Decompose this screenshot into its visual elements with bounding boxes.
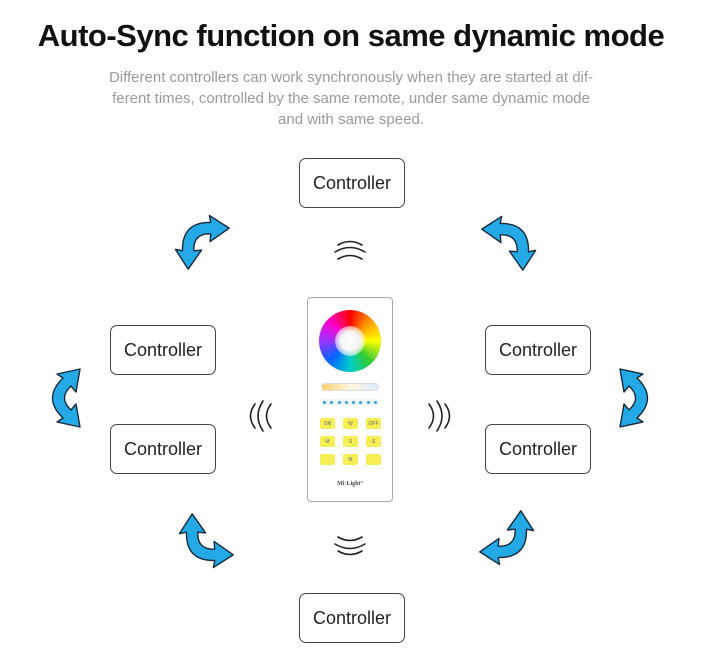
double-arrow-icon — [479, 510, 541, 572]
signal-top-icon — [334, 240, 366, 260]
subtitle-line: and with same speed. — [278, 111, 424, 128]
controller-box-left-lower: Controller — [110, 424, 216, 474]
signal-bottom-icon — [334, 536, 366, 556]
signal-right-icon — [428, 400, 451, 432]
brightness-dot — [337, 400, 341, 404]
controller-box-bottom: Controller — [299, 593, 405, 643]
double-arrow-icon — [481, 209, 543, 271]
remote-button: OFF — [366, 418, 381, 429]
double-arrow-icon — [51, 368, 81, 428]
page-subtitle: Different controllers can work synchrono… — [60, 67, 642, 130]
double-arrow-icon — [619, 368, 649, 428]
controller-box-left-upper: Controller — [110, 325, 216, 375]
brightness-dot — [352, 400, 356, 404]
remote-control-image: ON W OFF M S S M Mi·Light° — [307, 297, 393, 502]
double-arrow-icon — [168, 208, 230, 270]
brightness-dot — [330, 400, 334, 404]
brightness-dot — [344, 400, 348, 404]
remote-button: S — [366, 436, 381, 447]
color-wheel-touch-ring — [319, 310, 381, 372]
controller-box-right-lower: Controller — [485, 424, 591, 474]
double-arrow-icon — [172, 513, 234, 575]
remote-button — [366, 454, 381, 465]
brightness-dot — [359, 400, 363, 404]
remote-button: W — [343, 418, 358, 429]
brightness-slider — [321, 399, 379, 405]
brightness-dot — [373, 400, 377, 404]
page-title: Auto-Sync function on same dynamic mode — [37, 18, 665, 53]
controller-box-top: Controller — [299, 158, 405, 208]
signal-left-icon — [249, 400, 272, 432]
remote-button — [320, 454, 335, 465]
subtitle-line: ferent times, controlled by the same rem… — [112, 90, 590, 107]
brightness-dot — [366, 400, 370, 404]
remote-button: S — [343, 436, 358, 447]
remote-button: M — [343, 454, 358, 465]
remote-button: ON — [320, 418, 335, 429]
controller-box-right-upper: Controller — [485, 325, 591, 375]
subtitle-line: Different controllers can work synchrono… — [108, 69, 594, 86]
remote-brand-logo: Mi·Light° — [337, 481, 363, 487]
remote-button: M — [320, 436, 335, 447]
color-temperature-slider — [321, 383, 379, 391]
brightness-dot — [323, 400, 327, 404]
